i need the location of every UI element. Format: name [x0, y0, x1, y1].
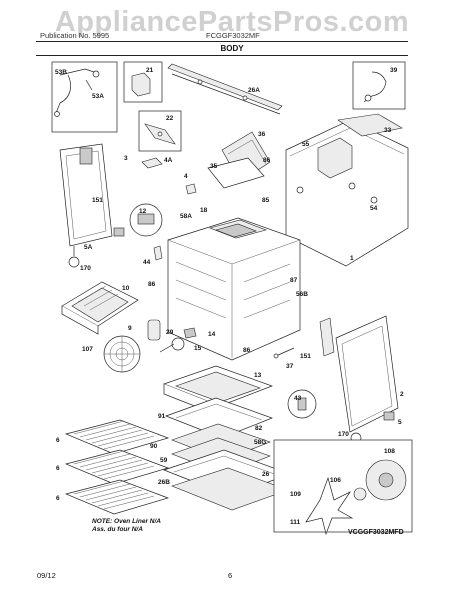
- label-1: 1: [350, 255, 354, 262]
- watermark: AppliancePartsPros.com: [54, 6, 410, 38]
- label-12: 12: [139, 208, 147, 215]
- part-39[interactable]: [352, 61, 406, 110]
- label-4a: 4A: [164, 157, 173, 164]
- oven-body-1[interactable]: [167, 217, 301, 361]
- part-44[interactable]: [153, 245, 163, 261]
- convection-fan-box[interactable]: [273, 439, 413, 536]
- label-13: 13: [254, 372, 262, 379]
- label-109: 109: [290, 491, 301, 498]
- label-58g: 58G: [254, 439, 266, 446]
- label-39: 39: [390, 67, 398, 74]
- broiler-pan-10[interactable]: [61, 281, 139, 335]
- header-rule: [36, 41, 408, 42]
- label-43: 43: [294, 395, 302, 402]
- label-151-right: 151: [300, 353, 311, 360]
- leg-5-right[interactable]: [383, 411, 395, 421]
- label-37: 37: [286, 363, 294, 370]
- label-3: 3: [124, 155, 128, 162]
- oven-rack-6a[interactable]: [64, 419, 170, 455]
- vent-duct-36[interactable]: [207, 131, 271, 189]
- label-87: 87: [290, 277, 298, 284]
- label-54: 54: [370, 205, 378, 212]
- label-26b: 26B: [158, 479, 170, 486]
- part-15[interactable]: [159, 337, 185, 353]
- label-86-center: 86: [243, 347, 251, 354]
- label-59: 59: [160, 457, 168, 464]
- label-26a: 26A: [248, 87, 260, 94]
- section-title: BODY: [220, 44, 244, 53]
- label-91: 91: [158, 413, 166, 420]
- part-29[interactable]: [147, 319, 161, 341]
- clip-4[interactable]: [185, 183, 197, 195]
- label-151-left: 151: [92, 197, 103, 204]
- label-18: 18: [200, 207, 208, 214]
- label-5: 5: [398, 419, 402, 426]
- label-33: 33: [384, 127, 392, 134]
- fan-guard-107[interactable]: [103, 335, 141, 373]
- label-5a-left: 5A: [84, 244, 93, 251]
- label-6-bottom: 6: [56, 495, 60, 502]
- part-22[interactable]: [138, 110, 182, 152]
- label-111: 111: [290, 519, 301, 526]
- footer-date: 09/12: [37, 571, 56, 580]
- part-21[interactable]: [123, 61, 163, 103]
- leg-5a-left[interactable]: [68, 227, 125, 268]
- label-29: 29: [166, 329, 174, 336]
- footer-page-number: 6: [228, 571, 233, 580]
- label-55: 55: [302, 141, 310, 148]
- label-4: 4: [184, 173, 188, 180]
- top-rail-26a[interactable]: [167, 63, 283, 115]
- label-26: 26: [262, 471, 270, 478]
- label-15: 15: [194, 345, 202, 352]
- label-36: 36: [258, 131, 266, 138]
- back-panel-33[interactable]: [285, 113, 409, 267]
- label-58a: 58A: [180, 213, 192, 220]
- label-86-left: 86: [148, 281, 156, 288]
- oven-rack-6b[interactable]: [64, 449, 170, 485]
- label-107: 107: [82, 346, 93, 353]
- label-22: 22: [166, 115, 174, 122]
- label-85: 85: [262, 197, 270, 204]
- label-53a: 53A: [92, 93, 104, 100]
- rod-37[interactable]: [273, 347, 295, 359]
- model-number: FCGGF3032MF: [206, 31, 260, 40]
- label-90: 90: [150, 443, 158, 450]
- label-9: 9: [128, 325, 132, 332]
- label-6-mid: 6: [56, 465, 60, 472]
- label-35: 35: [210, 163, 218, 170]
- label-10: 10: [122, 285, 130, 292]
- label-21: 21: [146, 67, 154, 74]
- oven-liner-note: NOTE: Oven Liner N/A Ass. du four N/A: [92, 518, 161, 534]
- diagram-code: VCGGF3032MFD: [348, 529, 404, 536]
- side-panel-2[interactable]: [335, 315, 399, 433]
- part-12-detail[interactable]: [129, 203, 163, 237]
- label-14: 14: [208, 331, 216, 338]
- label-44: 44: [143, 259, 151, 266]
- oven-rack-6c[interactable]: [64, 479, 170, 515]
- label-56b: 56B: [296, 291, 308, 298]
- label-170-right: 170: [338, 431, 349, 438]
- label-170-left: 170: [80, 265, 91, 272]
- wire-harness-53[interactable]: [51, 61, 118, 133]
- label-86-top: 86: [263, 157, 271, 164]
- label-6-top: 6: [56, 437, 60, 444]
- part-151-right[interactable]: [319, 317, 335, 357]
- title-rule: [36, 55, 408, 56]
- side-panel-3[interactable]: [59, 143, 113, 247]
- bracket-4a[interactable]: [141, 157, 163, 169]
- note-line-french: Ass. du four N/A: [92, 526, 143, 533]
- publication-number: Publication No. 5995: [40, 31, 110, 40]
- note-line-english: NOTE: Oven Liner N/A: [92, 518, 161, 525]
- label-2: 2: [400, 391, 404, 398]
- part-43-detail[interactable]: [287, 389, 317, 419]
- label-106: 106: [330, 477, 341, 484]
- part-14[interactable]: [183, 327, 197, 339]
- label-108: 108: [384, 448, 395, 455]
- label-82: 82: [255, 425, 263, 432]
- label-53b: 53B: [55, 69, 67, 76]
